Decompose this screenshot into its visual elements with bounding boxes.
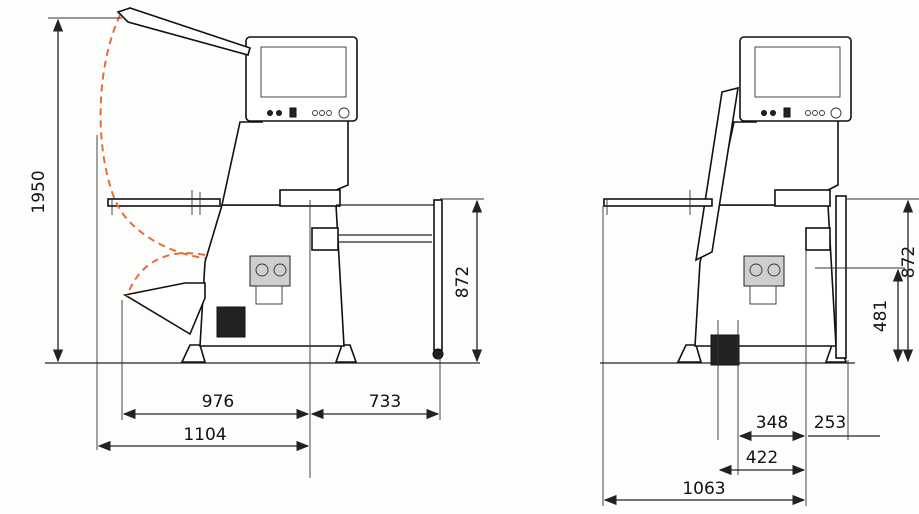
button-icon <box>812 110 818 116</box>
left-machine <box>45 7 480 364</box>
foot-front-right <box>676 344 703 363</box>
left-dimensions: 1950 872 976 733 1104 <box>29 17 484 478</box>
support-leg-left <box>433 199 443 351</box>
switch-icon <box>783 107 791 118</box>
button-icon <box>819 110 825 116</box>
guide-block-right <box>805 227 831 251</box>
discharge-tray-left <box>122 282 206 336</box>
dim-height-table-right: 872 <box>899 246 919 278</box>
foot-back-left <box>334 344 358 363</box>
button-icon <box>267 110 273 116</box>
dim-depth-front: 976 <box>202 392 234 412</box>
guide-block-left <box>311 227 339 251</box>
switch-icon <box>289 107 297 118</box>
button-icon <box>319 110 325 116</box>
screen-right <box>754 46 841 98</box>
dim-height-total: 1950 <box>29 170 49 213</box>
dim-depth-b: 253 <box>814 413 846 433</box>
lid-swing-path-lower <box>126 252 206 297</box>
right-machine <box>600 36 855 366</box>
button-icon <box>276 110 282 116</box>
dim-depth-a: 348 <box>756 413 788 433</box>
screen-left <box>260 46 347 98</box>
lid-swing-path-upper <box>99 14 206 259</box>
feed-rail-left <box>107 198 221 207</box>
air-regulator-right <box>743 255 785 287</box>
button-icon <box>761 110 767 116</box>
vent-grille-left <box>216 306 246 338</box>
dim-height-lower: 481 <box>871 300 891 332</box>
button-icon <box>770 110 776 116</box>
control-panel-right <box>739 36 852 122</box>
feed-rail-right <box>603 198 713 207</box>
dim-depth-open: 1104 <box>183 425 226 445</box>
emergency-stop-icon <box>830 107 842 119</box>
dim-depth-c: 422 <box>746 448 778 468</box>
right-dimensions: 872 481 348 253 422 1063 <box>602 198 919 506</box>
foot-front-left <box>180 344 207 363</box>
lid-open <box>116 7 251 56</box>
button-icon <box>312 110 318 116</box>
support-leg-right <box>835 195 847 359</box>
emergency-stop-icon <box>338 107 350 119</box>
control-panel-left <box>245 36 358 122</box>
leg-foot-left <box>432 348 444 360</box>
clamp-unit-right <box>774 189 831 207</box>
dim-depth-back: 733 <box>369 392 401 412</box>
button-icon <box>805 110 811 116</box>
button-icon <box>326 110 332 116</box>
dim-depth-total: 1063 <box>682 479 725 499</box>
dim-height-table-left: 872 <box>453 266 473 298</box>
vent-grille-right <box>710 334 740 366</box>
